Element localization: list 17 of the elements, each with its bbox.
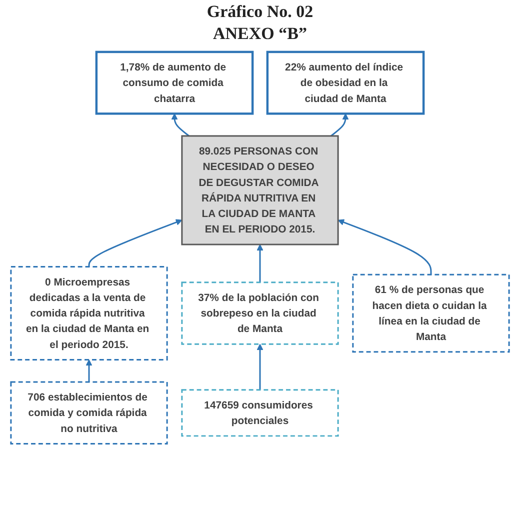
node-box: 0 Microempresas dedicadas a la venta de comida rápida nutritiva en la ciudad de Manta en el periodo 2015.	[10, 266, 168, 360]
arrow	[256, 344, 264, 390]
chart-title: Gráfico No. 02	[206, 2, 314, 22]
arrow	[330, 113, 349, 137]
arrow	[88, 219, 182, 267]
node-box: 22% aumento del índice de obesidad en la ciudad de Manta	[266, 50, 425, 115]
arrow	[338, 219, 432, 275]
node-box: 89.025 PERSONAS CON NECESIDAD O DESEO DE DEGUSTAR COMIDA RÁPIDA NUTRITIVA EN LA CIUDAD DE MANTA EN EL PERIODO 2015.	[181, 135, 339, 246]
subtitle: ANEXO “B”	[213, 24, 307, 44]
node-box: 61 % de personas que hacen dieta o cuidan la línea en la ciudad de Manta	[352, 274, 510, 353]
arrow	[256, 244, 264, 282]
arrow	[171, 113, 190, 137]
node-box: 1,78% de aumento de consumo de comida chatarra	[95, 50, 254, 115]
node-box: 706 establecimientos de comida y comida rápida no nutritiva	[10, 381, 168, 444]
node-box: 37% de la población con sobrepeso en la ciudad de Manta	[181, 282, 339, 345]
arrow	[86, 359, 92, 382]
node-box: 147659 consumidores potenciales	[181, 389, 339, 437]
